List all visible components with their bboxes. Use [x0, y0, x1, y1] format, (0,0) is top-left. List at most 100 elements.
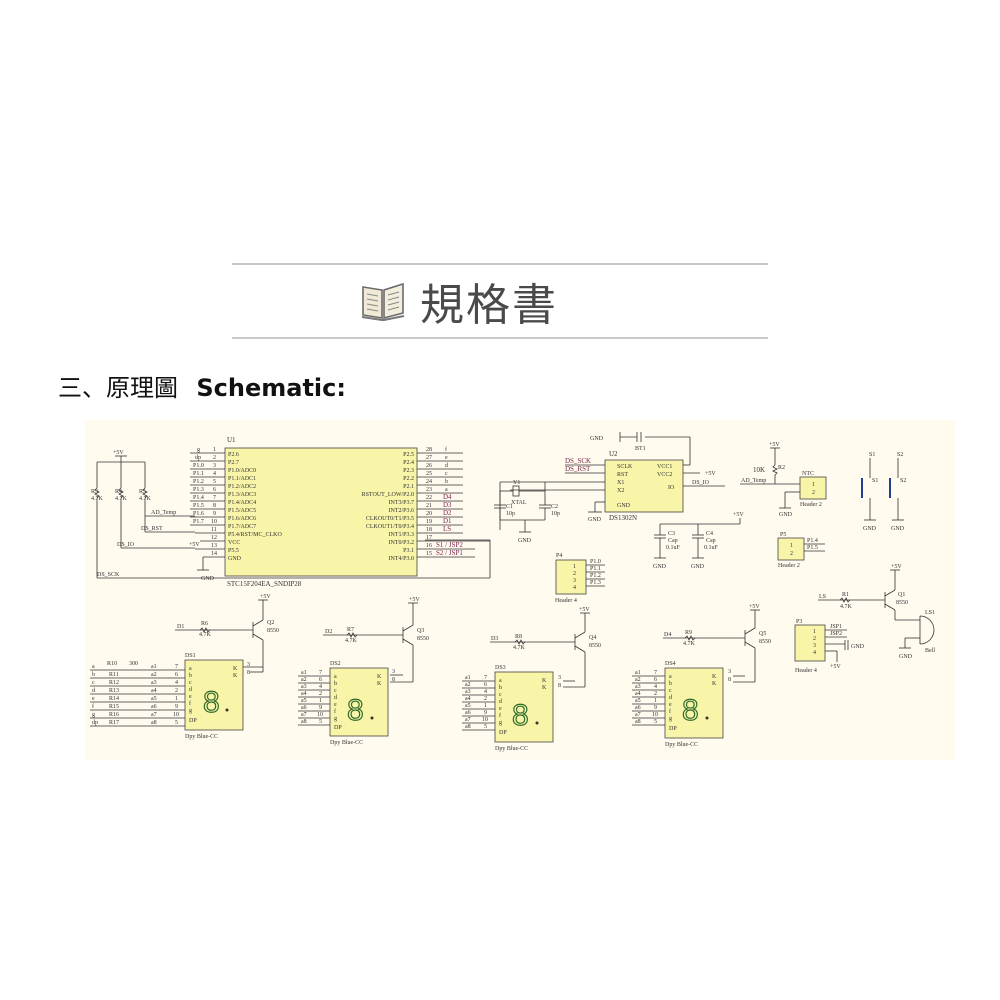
svg-text:INT2/P3.6: INT2/P3.6: [389, 508, 415, 514]
svg-text:a7: a7: [635, 712, 641, 718]
svg-text:Header 4: Header 4: [795, 668, 817, 674]
svg-text:f: f: [499, 712, 501, 719]
svg-text:b: b: [189, 673, 192, 679]
svg-text:D2: D2: [325, 629, 332, 635]
svg-text:a1: a1: [635, 670, 641, 676]
svg-text:XTAL: XTAL: [511, 500, 527, 506]
svg-text:K: K: [712, 681, 717, 687]
svg-text:C1: C1: [506, 504, 513, 510]
svg-text:Cap: Cap: [668, 538, 678, 544]
svg-text:RST: RST: [617, 472, 628, 478]
svg-text:LS: LS: [819, 594, 826, 600]
svg-text:P1.3: P1.3: [590, 580, 601, 586]
schematic-labels: U1 STC15F204EA_SNDIP28 P2.6 P2.7 P1.0/AD…: [91, 436, 935, 752]
svg-text:DS3: DS3: [495, 665, 506, 671]
svg-text:a5: a5: [301, 698, 307, 704]
svg-text:a1: a1: [151, 664, 157, 670]
svg-text:a6: a6: [301, 705, 307, 711]
svg-text:2: 2: [654, 691, 657, 697]
svg-text:DS_SCK: DS_SCK: [565, 457, 591, 465]
svg-text:+5V: +5V: [830, 664, 841, 670]
svg-text:R7: R7: [347, 627, 354, 633]
section-title: Schematic:: [196, 374, 346, 402]
svg-text:14: 14: [211, 551, 217, 557]
svg-text:c: c: [669, 688, 672, 694]
digit-driver-2: [323, 602, 418, 683]
svg-text:3: 3: [247, 662, 250, 668]
svg-text:6: 6: [213, 487, 216, 493]
svg-text:R5: R5: [139, 489, 146, 495]
svg-text:g: g: [92, 712, 95, 718]
svg-text:4: 4: [213, 471, 216, 477]
svg-text:21: 21: [426, 503, 432, 509]
svg-text:+5V: +5V: [113, 450, 124, 456]
svg-text:DS_IO: DS_IO: [117, 542, 135, 548]
svg-text:6: 6: [654, 677, 657, 683]
display-ds2: 8: [329, 667, 389, 737]
svg-text:9: 9: [484, 710, 487, 716]
svg-text:DP: DP: [334, 725, 342, 731]
svg-text:3: 3: [813, 643, 816, 649]
svg-text:a: a: [92, 664, 95, 670]
svg-text:CLKOUT0/T1/P3.5: CLKOUT0/T1/P3.5: [366, 516, 414, 522]
svg-text:+5V: +5V: [260, 594, 271, 600]
svg-text:a2: a2: [301, 677, 307, 683]
svg-text:P1.3/ADC3: P1.3/ADC3: [228, 492, 256, 498]
svg-text:+5V: +5V: [733, 512, 744, 518]
svg-text:a: a: [669, 674, 672, 680]
svg-text:a1: a1: [465, 675, 471, 681]
svg-text:R6: R6: [201, 621, 208, 627]
svg-text:DS4: DS4: [665, 661, 676, 667]
svg-text:P2.2: P2.2: [403, 476, 414, 482]
svg-text:Q1: Q1: [898, 592, 905, 598]
svg-text:4: 4: [654, 684, 657, 690]
ds2-input-lines: [298, 675, 330, 726]
mcu-right-pin-lines: [417, 452, 490, 558]
svg-text:Header 4: Header 4: [555, 598, 577, 604]
svg-text:26: 26: [426, 463, 432, 469]
svg-text:a6: a6: [151, 704, 157, 710]
svg-text:Q3: Q3: [417, 628, 424, 634]
svg-text:300: 300: [129, 661, 138, 667]
svg-text:P2.5: P2.5: [403, 452, 414, 458]
svg-text:D1: D1: [177, 624, 184, 630]
svg-text:S2: S2: [900, 478, 906, 484]
svg-text:R3: R3: [91, 489, 98, 495]
svg-text:4: 4: [573, 585, 576, 591]
svg-text:R11: R11: [109, 672, 119, 678]
svg-text:17: 17: [426, 535, 432, 541]
svg-text:P1.7: P1.7: [193, 519, 204, 525]
svg-text:P1.5: P1.5: [807, 545, 818, 551]
svg-text:2: 2: [175, 688, 178, 694]
svg-text:g: g: [669, 716, 672, 722]
svg-text:8: 8: [247, 670, 250, 676]
svg-text:8550: 8550: [759, 639, 771, 645]
svg-text:3: 3: [558, 675, 561, 681]
svg-text:Bell: Bell: [925, 648, 935, 654]
svg-text:a2: a2: [465, 682, 471, 688]
svg-text:BT1: BT1: [635, 446, 646, 452]
svg-text:D4: D4: [443, 493, 452, 501]
svg-text:a3: a3: [301, 684, 307, 690]
svg-text:dp: dp: [92, 720, 98, 726]
svg-text:D4: D4: [664, 632, 671, 638]
svg-text:4.7K: 4.7K: [199, 632, 212, 638]
svg-text:P1.6: P1.6: [193, 511, 204, 517]
svg-text:INT0/P3.2: INT0/P3.2: [389, 540, 415, 546]
svg-text:b: b: [499, 685, 502, 691]
svg-text:6: 6: [484, 682, 487, 688]
svg-text:a4: a4: [151, 688, 157, 694]
svg-text:10p: 10p: [506, 511, 515, 517]
svg-text:g: g: [334, 716, 337, 722]
svg-text:R13: R13: [109, 688, 119, 694]
svg-text:DS1: DS1: [185, 653, 196, 659]
svg-text:11: 11: [211, 527, 217, 533]
svg-text:R1: R1: [842, 592, 849, 598]
svg-text:6: 6: [175, 672, 178, 678]
svg-text:P1.1: P1.1: [590, 566, 601, 572]
svg-text:K: K: [377, 681, 382, 687]
svg-text:K: K: [542, 685, 547, 691]
svg-text:8: 8: [213, 503, 216, 509]
svg-text:P2.4: P2.4: [403, 460, 414, 466]
svg-text:DS1302N: DS1302N: [609, 514, 637, 522]
